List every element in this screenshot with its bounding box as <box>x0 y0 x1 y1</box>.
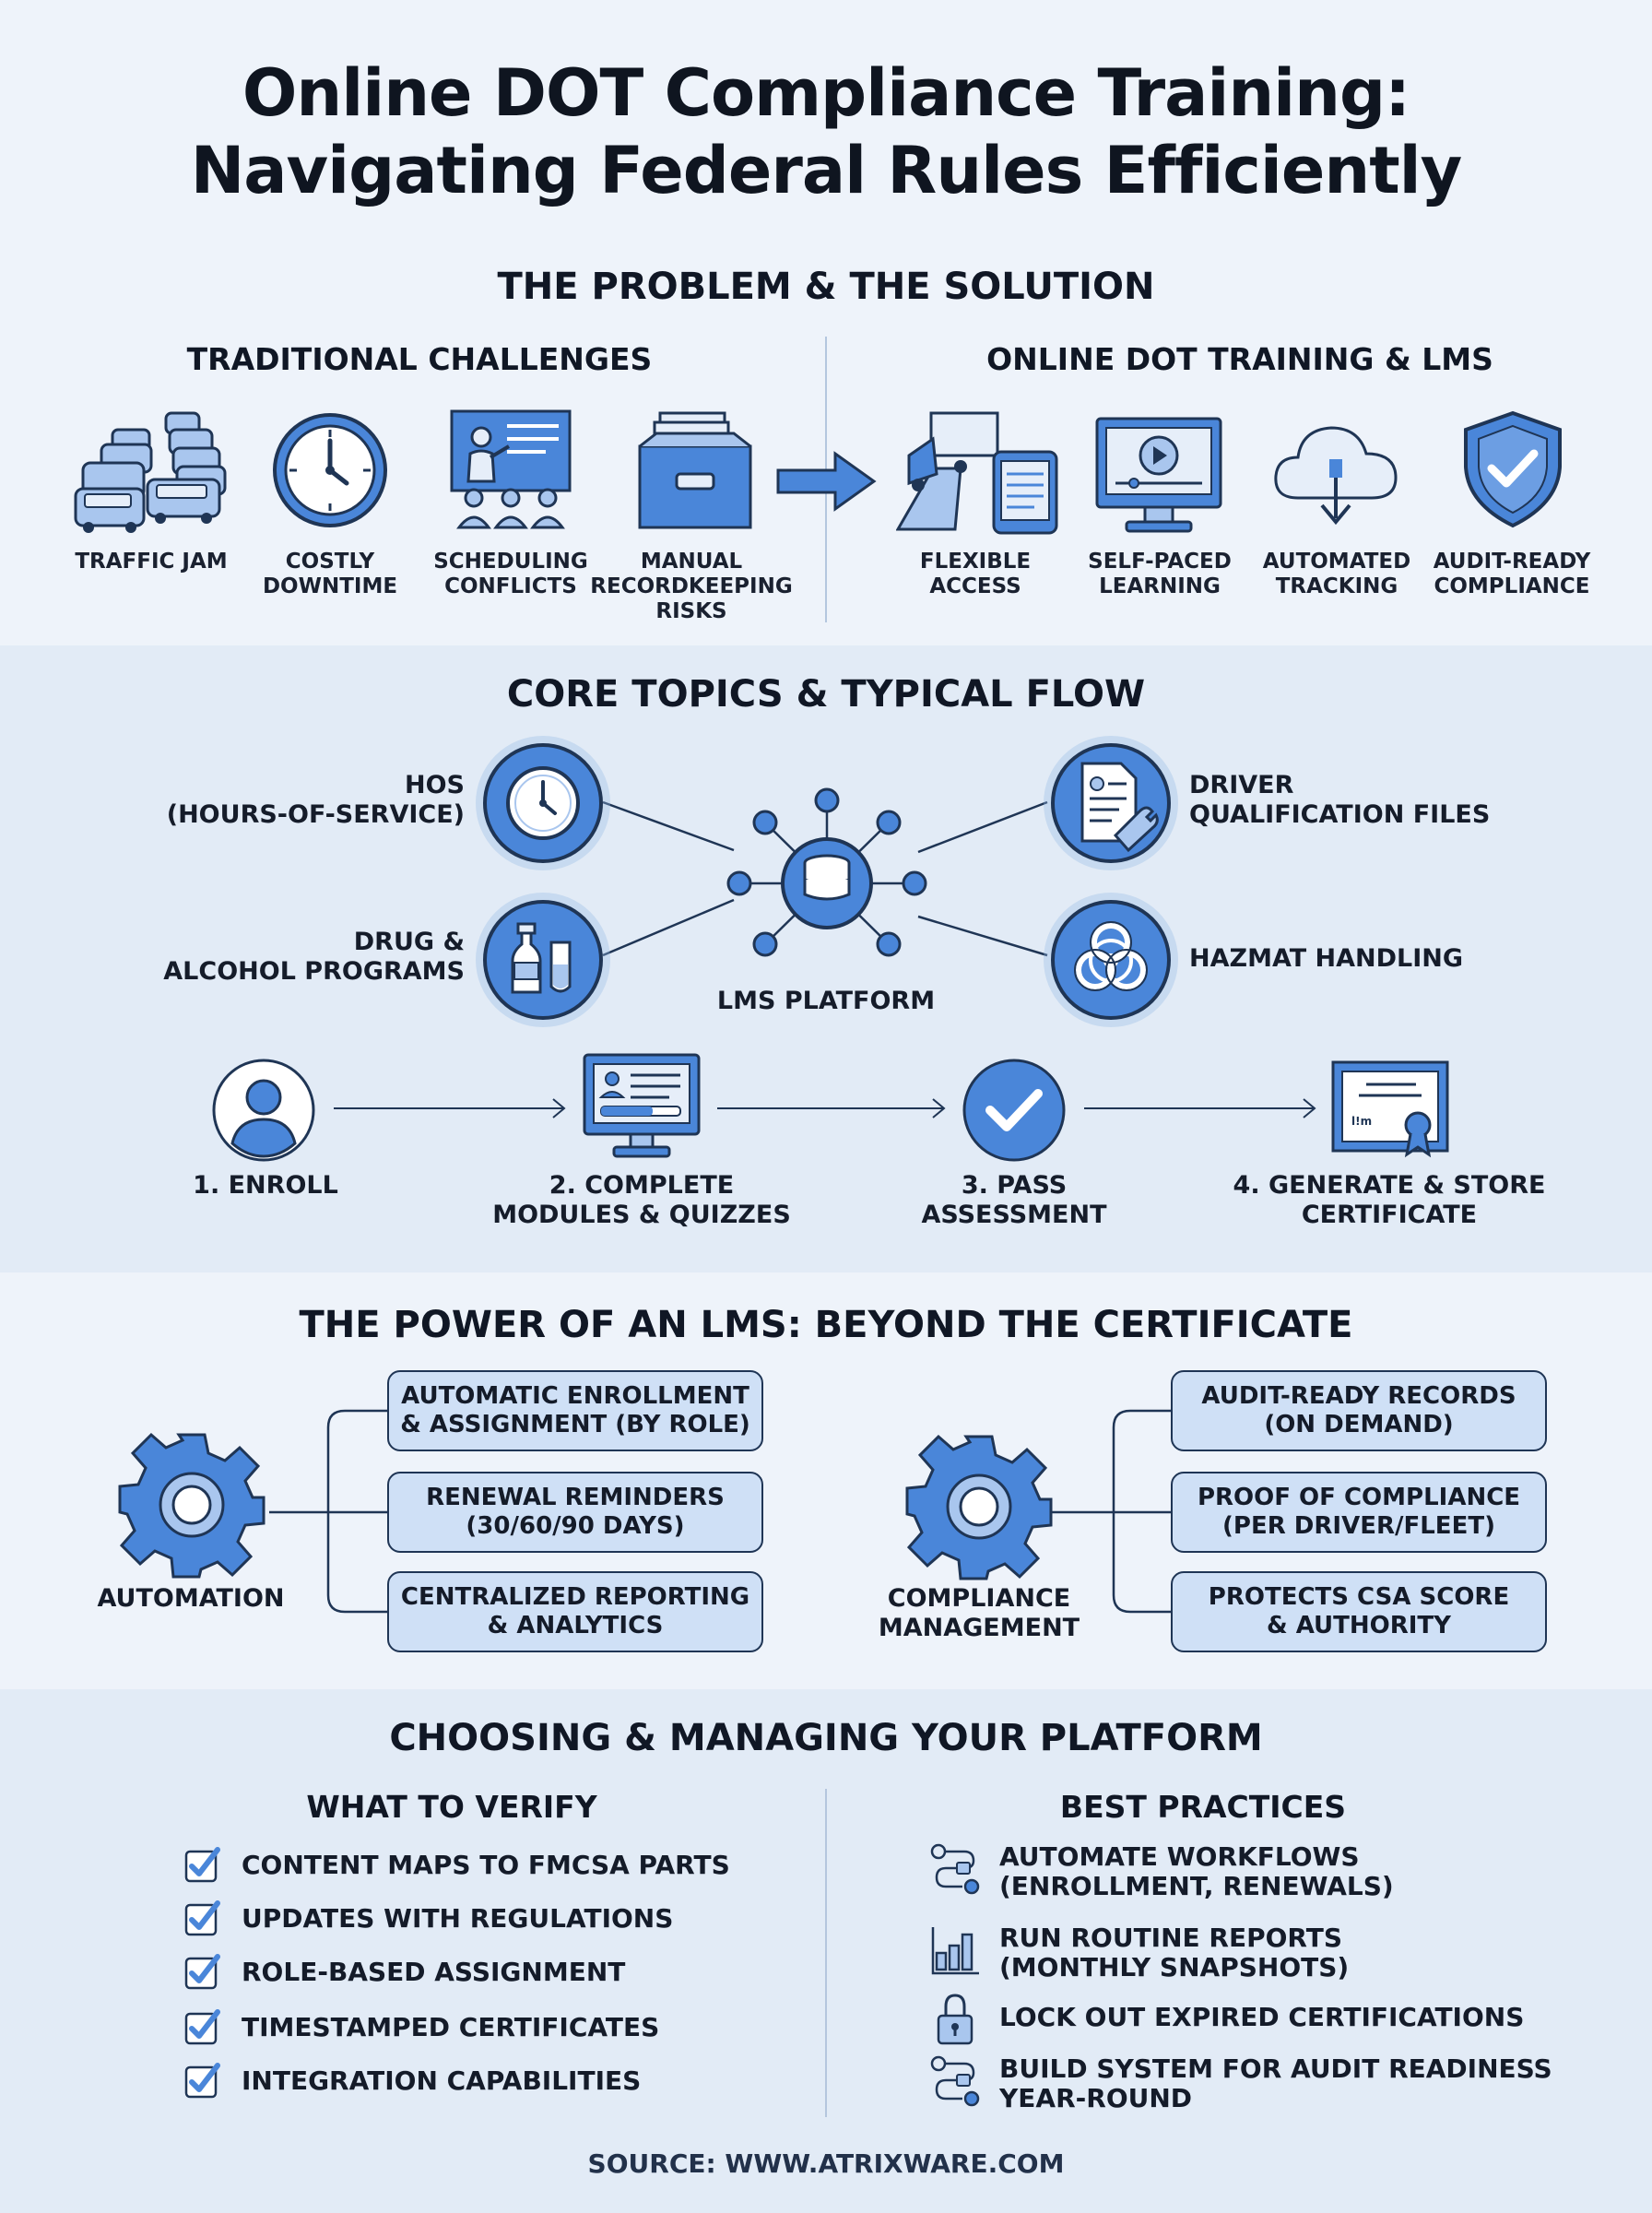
verify-item: TIMESTAMPED CERTIFICATES <box>184 2008 659 2045</box>
lock-icon <box>937 1994 974 2045</box>
truck-tablet-icon <box>896 409 1058 535</box>
choosing-heading: CHOOSING & MANAGING YOUR PLATFORM <box>389 1717 1263 1759</box>
topic-label-driver-qualification: DRIVER QUALIFICATION FILES <box>1189 771 1491 829</box>
checkbox-icon <box>184 1954 220 1990</box>
practice-item: LOCK OUT EXPIRED CERTIFICATIONS <box>929 1992 1524 2047</box>
arrow-right-icon <box>774 450 878 513</box>
topic-label-hos: HOS (HOURS-OF-SERVICE) <box>166 771 465 829</box>
challenge-label-0: TRAFFIC JAM <box>75 550 228 574</box>
bottles-icon <box>483 900 603 1020</box>
compliance-gear-icon <box>905 1433 1053 1580</box>
solution-label-1: SELF-PACED LEARNING <box>1088 550 1232 598</box>
practice-item: AUTOMATE WORKFLOWS (ENROLLMENT, RENEWALS… <box>929 1842 1394 1901</box>
hos-clock-icon <box>483 743 603 863</box>
practice-item-text: LOCK OUT EXPIRED CERTIFICATIONS <box>999 2002 1525 2032</box>
user-icon <box>210 1057 317 1164</box>
monitor-profile-icon <box>581 1051 702 1162</box>
document-wrench-icon <box>1051 743 1171 863</box>
workflow-icon <box>930 1843 980 1895</box>
verify-item: CONTENT MAPS TO FMCSA PARTS <box>184 1846 730 1883</box>
checkbox-icon <box>184 1847 220 1883</box>
practice-item-text: AUTOMATE WORKFLOWS (ENROLLMENT, RENEWALS… <box>999 1841 1394 1901</box>
cloud-download-icon <box>1270 417 1401 531</box>
problem-solution-heading: THE PROBLEM & THE SOLUTION <box>497 266 1155 308</box>
verify-item-text: ROLE-BASED ASSIGNMENT <box>242 1956 626 1987</box>
workflow-icon <box>930 2055 980 2107</box>
practice-item: BUILD SYSTEM FOR AUDIT READINESS YEAR-RO… <box>929 2054 1552 2113</box>
core-topics-heading: CORE TOPICS & TYPICAL FLOW <box>506 673 1146 716</box>
verify-heading: WHAT TO VERIFY <box>306 1789 597 1825</box>
step-label-complete: 2. COMPLETE MODULES & QUIZZES <box>492 1171 791 1229</box>
checkbox-icon <box>184 2063 220 2099</box>
challenges-heading: TRADITIONAL CHALLENGES <box>186 341 653 377</box>
hub-connectors <box>334 800 1316 1118</box>
practice-item-text: RUN ROUTINE REPORTS (MONTHLY SNAPSHOTS) <box>999 1923 1350 1982</box>
solution-label-2: AUTOMATED TRACKING <box>1262 550 1411 598</box>
checkbox-icon <box>184 2009 220 2045</box>
compliance-label: COMPLIANCE MANAGEMENT <box>878 1584 1080 1642</box>
bar-chart-icon <box>931 1927 979 1975</box>
automation-label: AUTOMATION <box>97 1584 285 1613</box>
solution-label-3: AUDIT-READY COMPLIANCE <box>1433 550 1591 598</box>
page-title-line1: Online DOT Compliance Training: <box>242 55 1410 131</box>
certificate-text: l!m <box>1351 1115 1372 1128</box>
practice-item: RUN ROUTINE REPORTS (MONTHLY SNAPSHOTS) <box>929 1923 1349 1982</box>
verify-item-text: INTEGRATION CAPABILITIES <box>242 2065 642 2096</box>
step-label-certificate: 4. GENERATE & STORE CERTIFICATE <box>1233 1171 1546 1229</box>
solutions-heading: ONLINE DOT TRAINING & LMS <box>986 341 1493 377</box>
solution-label-0: FLEXIBLE ACCESS <box>919 550 1032 598</box>
clock-icon <box>269 409 391 531</box>
verify-item: INTEGRATION CAPABILITIES <box>184 2062 641 2099</box>
practice-item-text: BUILD SYSTEM FOR AUDIT READINESS YEAR-RO… <box>999 2053 1552 2113</box>
topic-label-drug-alcohol: DRUG & ALCOHOL PROGRAMS <box>163 928 465 986</box>
automation-item-enrollment: AUTOMATIC ENROLLMENT & ASSIGNMENT (BY RO… <box>387 1370 763 1451</box>
lms-hub-icon <box>725 782 929 985</box>
checkbox-icon <box>184 1900 220 1936</box>
lms-platform-label: LMS PLATFORM <box>716 987 936 1015</box>
lms-power-connectors <box>269 1409 1171 1614</box>
source-credit: SOURCE: WWW.ATRIXWARE.COM <box>587 2148 1065 2179</box>
step-label-enroll: 1. ENROLL <box>193 1171 338 1200</box>
automation-item-reporting: CENTRALIZED REPORTING & ANALYTICS <box>387 1571 763 1652</box>
classroom-icon <box>450 409 572 531</box>
verify-item: UPDATES WITH REGULATIONS <box>184 1899 673 1936</box>
compliance-item-audit: AUDIT-READY RECORDS (ON DEMAND) <box>1171 1370 1547 1451</box>
verify-item-text: CONTENT MAPS TO FMCSA PARTS <box>242 1849 730 1880</box>
challenge-label-1: COSTLY DOWNTIME <box>262 550 398 598</box>
verify-item: ROLE-BASED ASSIGNMENT <box>184 1953 625 1990</box>
certificate-icon: l!m <box>1329 1059 1451 1162</box>
verify-item-text: TIMESTAMPED CERTIFICATES <box>242 2011 660 2042</box>
challenge-label-2: SCHEDULING CONFLICTS <box>433 550 588 598</box>
compliance-item-proof: PROOF OF COMPLIANCE (PER DRIVER/FLEET) <box>1171 1472 1547 1553</box>
topic-label-hazmat: HAZMAT HANDLING <box>1189 944 1464 973</box>
automation-item-renewal: RENEWAL REMINDERS (30/60/90 DAYS) <box>387 1472 763 1553</box>
compliance-item-csa: PROTECTS CSA SCORE & AUTHORITY <box>1171 1571 1547 1652</box>
verify-item-text: UPDATES WITH REGULATIONS <box>242 1902 674 1934</box>
shield-check-icon <box>1460 409 1565 529</box>
file-cabinet-icon <box>634 409 756 531</box>
traffic-jam-icon <box>74 406 230 535</box>
automation-gear-icon <box>118 1431 266 1579</box>
step-label-pass: 3. PASS ASSESSMENT <box>921 1171 1107 1229</box>
practices-heading: BEST PRACTICES <box>1059 1789 1347 1825</box>
video-monitor-icon <box>1093 415 1224 535</box>
page-title-line2: Navigating Federal Rules Efficiently <box>190 133 1463 208</box>
challenge-label-3: MANUAL RECORDKEEPING RISKS <box>590 550 793 623</box>
choosing-divider <box>825 1789 827 2117</box>
lms-power-heading: THE POWER OF AN LMS: BEYOND THE CERTIFIC… <box>299 1304 1353 1346</box>
core-topics-band <box>0 645 1652 1272</box>
check-circle-icon <box>961 1057 1068 1164</box>
biohazard-icon <box>1051 900 1171 1020</box>
